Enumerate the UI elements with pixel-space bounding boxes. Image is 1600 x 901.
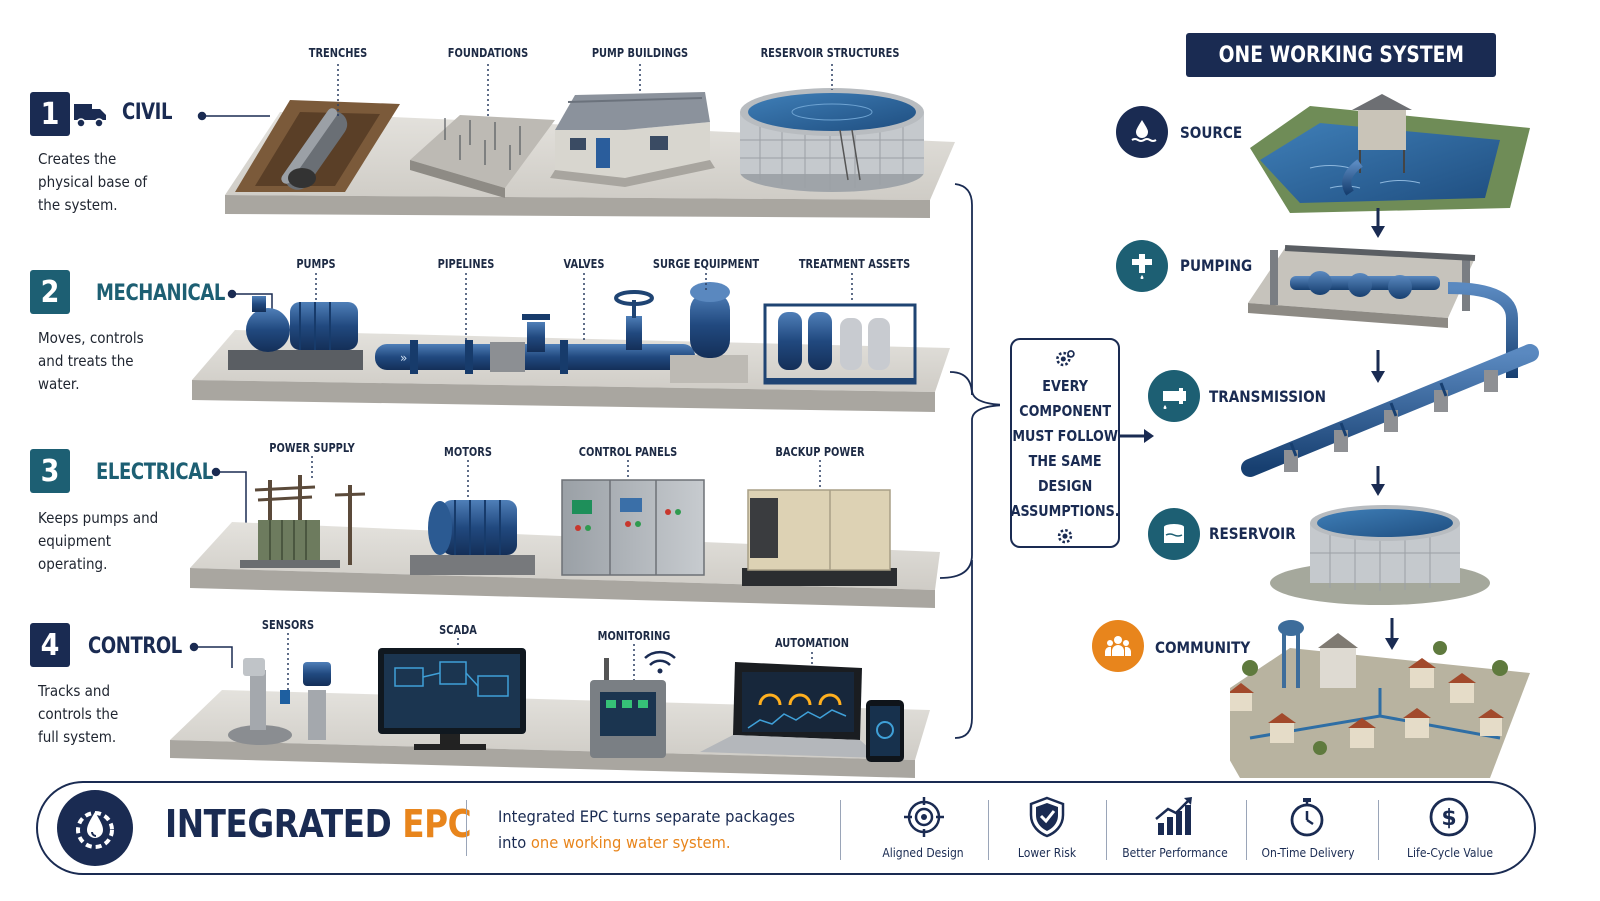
divider bbox=[466, 800, 467, 856]
description-line: operating. bbox=[38, 555, 108, 573]
tagline-line: Integrated EPC turns separate packages bbox=[498, 807, 795, 826]
tank-icon bbox=[1148, 508, 1200, 560]
footer-title-accent: EPC bbox=[402, 802, 472, 846]
footer-title: INTEGRATED EPC bbox=[165, 802, 472, 846]
divider bbox=[1106, 800, 1107, 860]
svg-text:»: » bbox=[400, 351, 407, 365]
component-label: AUTOMATION bbox=[774, 636, 850, 650]
component-label: MOTORS bbox=[444, 445, 492, 459]
footer-banner bbox=[36, 781, 1536, 875]
stage-label-source: SOURCE bbox=[1180, 123, 1243, 142]
component-label: SCADA bbox=[439, 623, 477, 637]
design-assumptions-box: EVERY COMPONENT MUST FOLLOW THE SAME DES… bbox=[1010, 338, 1120, 548]
center-text-line: THE SAME bbox=[1028, 451, 1102, 470]
description-line: controls the bbox=[38, 705, 119, 723]
gear-icon bbox=[1057, 528, 1073, 544]
gear-icon bbox=[1056, 350, 1075, 367]
system-illustration bbox=[1230, 94, 1539, 778]
tagline-line: into one working water system. bbox=[498, 830, 795, 856]
center-box-text: EVERY COMPONENT MUST FOLLOW THE SAME DES… bbox=[1010, 374, 1119, 524]
pipe-icon bbox=[1148, 370, 1200, 422]
description-line: Keeps pumps and bbox=[38, 509, 159, 527]
center-text-line: DESIGN bbox=[1037, 476, 1093, 495]
component-label: MONITORING bbox=[597, 629, 671, 643]
layer-title: CONTROL bbox=[88, 634, 182, 659]
stopwatch-icon bbox=[1290, 798, 1324, 837]
tagline-accent: one working water system. bbox=[530, 833, 731, 852]
water-drop-icon bbox=[1116, 106, 1168, 158]
people-icon bbox=[1092, 620, 1144, 672]
layer-title: MECHANICAL bbox=[96, 281, 225, 306]
system-title-text: ONE WORKING SYSTEM bbox=[1218, 42, 1464, 68]
layer-title: ELECTRICAL bbox=[96, 460, 213, 485]
benefit-label: Life-Cycle Value bbox=[1407, 846, 1493, 860]
component-label: PIPELINES bbox=[437, 257, 495, 271]
component-label: FOUNDATIONS bbox=[447, 46, 529, 60]
footer-tagline: Integrated EPC turns separate packages i… bbox=[498, 804, 795, 856]
layer-number-badge: 2 bbox=[30, 270, 70, 314]
stage-label-transmission: TRANSMISSION bbox=[1209, 387, 1327, 406]
layer-number-badge: 3 bbox=[30, 449, 70, 493]
description-line: Creates the bbox=[38, 150, 117, 168]
component-label: CONTROL PANELS bbox=[578, 445, 678, 459]
component-label: BACKUP POWER bbox=[775, 445, 865, 459]
description-line: full system. bbox=[38, 728, 117, 746]
component-label: SURGE EQUIPMENT bbox=[652, 257, 760, 271]
layer-description: Keeps pumps and equipment operating. bbox=[38, 507, 158, 576]
divider bbox=[1378, 800, 1379, 860]
dollar-coin-icon: $ bbox=[1429, 797, 1469, 837]
component-label: TREATMENT ASSETS bbox=[798, 257, 911, 271]
water-gear-logo-icon bbox=[57, 790, 133, 866]
component-label: SENSORS bbox=[261, 618, 315, 632]
target-icon bbox=[904, 797, 944, 837]
component-label: VALVES bbox=[563, 257, 605, 271]
benefit-label: Lower Risk bbox=[1017, 846, 1077, 860]
divider bbox=[840, 800, 841, 860]
description-line: and treats the bbox=[38, 352, 134, 370]
truck-icon bbox=[74, 104, 106, 128]
bar-chart-growth-icon bbox=[1155, 797, 1192, 835]
system-title: ONE WORKING SYSTEM bbox=[1186, 33, 1496, 77]
description-line: water. bbox=[38, 375, 80, 393]
benefit-label: On-Time Delivery bbox=[1261, 846, 1355, 860]
svg-text:$: $ bbox=[1441, 806, 1456, 831]
component-label: PUMPS bbox=[296, 257, 336, 271]
description-line: equipment bbox=[38, 532, 112, 550]
center-text-line: MUST FOLLOW bbox=[1012, 426, 1118, 445]
pump-icon bbox=[1116, 240, 1168, 292]
layers-illustration: » bbox=[170, 64, 1000, 778]
divider bbox=[988, 800, 989, 860]
tagline-prefix: into bbox=[498, 833, 527, 852]
benefit-label: Aligned Design bbox=[882, 846, 964, 860]
stage-label-community: COMMUNITY bbox=[1155, 638, 1251, 657]
divider bbox=[1246, 800, 1247, 860]
description-line: the system. bbox=[38, 196, 118, 214]
component-label: RESERVOIR STRUCTURES bbox=[760, 46, 900, 60]
center-text-line: EVERY bbox=[1042, 376, 1088, 395]
layer-description: Moves, controls and treats the water. bbox=[38, 327, 144, 396]
layer-description: Creates the physical base of the system. bbox=[38, 148, 147, 217]
component-label: TRENCHES bbox=[308, 46, 368, 60]
layer-title: CIVIL bbox=[122, 100, 173, 125]
center-text-line: COMPONENT bbox=[1019, 401, 1111, 420]
center-text-line: ASSUMPTIONS. bbox=[1010, 501, 1120, 520]
stage-label-pumping: PUMPING bbox=[1180, 256, 1253, 275]
component-label: PUMP BUILDINGS bbox=[591, 46, 689, 60]
arrow-right-icon bbox=[1120, 429, 1154, 443]
benefit-label: Better Performance bbox=[1122, 846, 1228, 860]
description-line: Tracks and bbox=[38, 682, 111, 700]
layer-number-badge: 4 bbox=[30, 623, 70, 667]
description-line: physical base of bbox=[38, 173, 148, 191]
footer-title-main: INTEGRATED bbox=[165, 802, 392, 846]
layer-description: Tracks and controls the full system. bbox=[38, 680, 118, 749]
layer-number-badge: 1 bbox=[30, 92, 70, 136]
stage-label-reservoir: RESERVOIR bbox=[1209, 524, 1296, 543]
shield-check-icon bbox=[1029, 796, 1065, 838]
component-label: POWER SUPPLY bbox=[269, 441, 355, 455]
description-line: Moves, controls bbox=[38, 329, 144, 347]
